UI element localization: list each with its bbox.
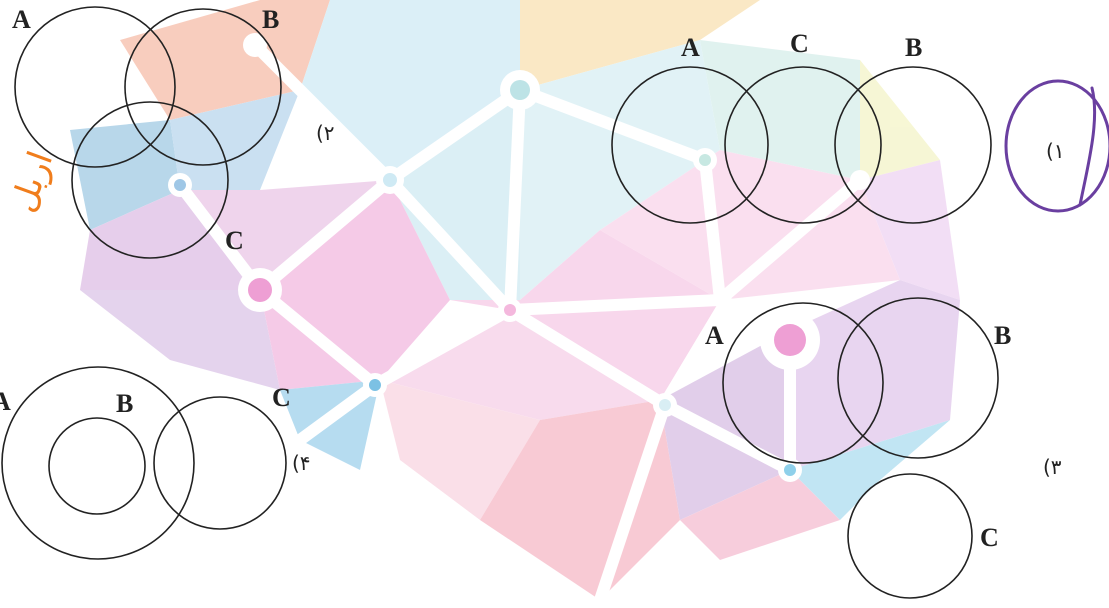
option-1-circle-b bbox=[834, 66, 992, 224]
option-4-circle-b bbox=[48, 417, 146, 515]
option-1-label-a: A bbox=[681, 33, 700, 62]
option-2-number: (۲ bbox=[316, 121, 335, 145]
option-2-label-b: B bbox=[262, 5, 279, 34]
option-2-venn[interactable]: A B C (۲ bbox=[12, 5, 335, 259]
option-3-label-a: A bbox=[705, 321, 724, 350]
option-3-circle-c bbox=[847, 473, 973, 599]
option-3-label-c: C bbox=[980, 523, 999, 552]
option-1-circle-c bbox=[724, 66, 882, 224]
option-4-circle-a bbox=[1, 366, 195, 560]
option-2-label-a: A bbox=[12, 5, 31, 34]
option-2-circle-b bbox=[124, 8, 282, 166]
option-1-circle-a bbox=[611, 66, 769, 224]
option-1-label-c: C bbox=[790, 29, 809, 58]
option-4-circle-c bbox=[153, 396, 287, 530]
option-4-number: (۴ bbox=[292, 451, 311, 475]
option-1-venn[interactable]: A C B (۱ bbox=[611, 29, 1065, 224]
option-3-number: (۳ bbox=[1043, 455, 1062, 479]
brain-network-nodes bbox=[168, 33, 870, 482]
option-1-number: (۱ bbox=[1046, 139, 1065, 163]
option-4-label-a: A bbox=[0, 387, 11, 416]
option-1-label-b: B bbox=[905, 33, 922, 62]
option-2-circle-a bbox=[14, 6, 176, 168]
option-3-circle-b bbox=[837, 297, 999, 459]
orange-handwriting: اربل bbox=[3, 146, 61, 217]
option-4-venn[interactable]: A B C (۴ bbox=[0, 366, 311, 560]
option-2-label-c: C bbox=[225, 226, 244, 255]
option-4-label-c: C bbox=[272, 383, 291, 412]
option-3-venn[interactable]: A B C (۳ bbox=[705, 297, 1062, 599]
option-4-label-b: B bbox=[116, 389, 133, 418]
handwritten-note: اربل bbox=[3, 146, 61, 217]
option-2-circle-c bbox=[71, 101, 229, 259]
option-3-circle-a bbox=[722, 302, 884, 464]
selection-mark-icon bbox=[1004, 79, 1109, 213]
option-3-label-b: B bbox=[994, 321, 1011, 350]
